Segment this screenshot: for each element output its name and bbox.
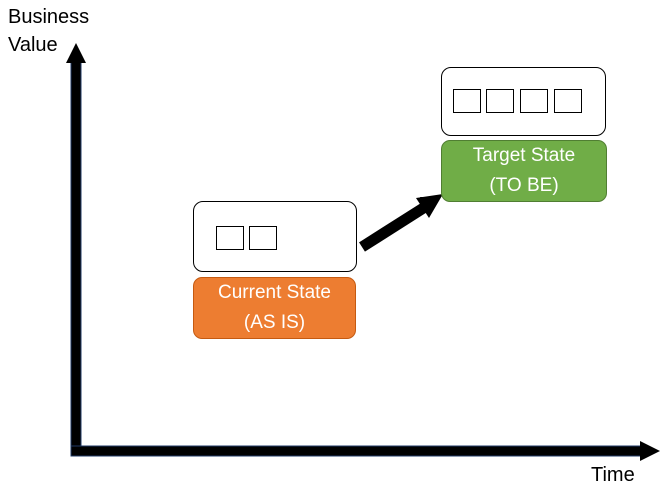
y-axis-label-line1: Business: [8, 6, 90, 28]
target-state-subtitle: (TO BE): [489, 175, 559, 196]
current-state-subtitle: (AS IS): [243, 312, 306, 333]
target-state-box: [441, 67, 606, 136]
current-state-title: Current State: [218, 282, 331, 303]
x-axis: [70, 441, 660, 461]
x-axis-label: Time: [591, 464, 635, 486]
target-state-item: [554, 89, 582, 113]
x-axis-arrowhead: [640, 441, 660, 461]
target-state-item: [486, 89, 514, 113]
current-state-item: [216, 226, 244, 250]
y-axis-arrowhead: [66, 43, 86, 63]
target-state-item: [453, 89, 481, 113]
y-axis-label-line2: Value: [8, 34, 58, 56]
target-state-item: [520, 89, 548, 113]
target-state-title: Target State: [472, 145, 576, 166]
target-state-label: Target State (TO BE): [441, 140, 607, 202]
current-state-label: Current State (AS IS): [193, 277, 356, 339]
y-axis: [66, 43, 86, 455]
current-state-box: [193, 201, 357, 272]
transition-arrow: [359, 194, 443, 252]
y-axis-label: Business Value: [8, 3, 89, 59]
current-state-item: [249, 226, 277, 250]
